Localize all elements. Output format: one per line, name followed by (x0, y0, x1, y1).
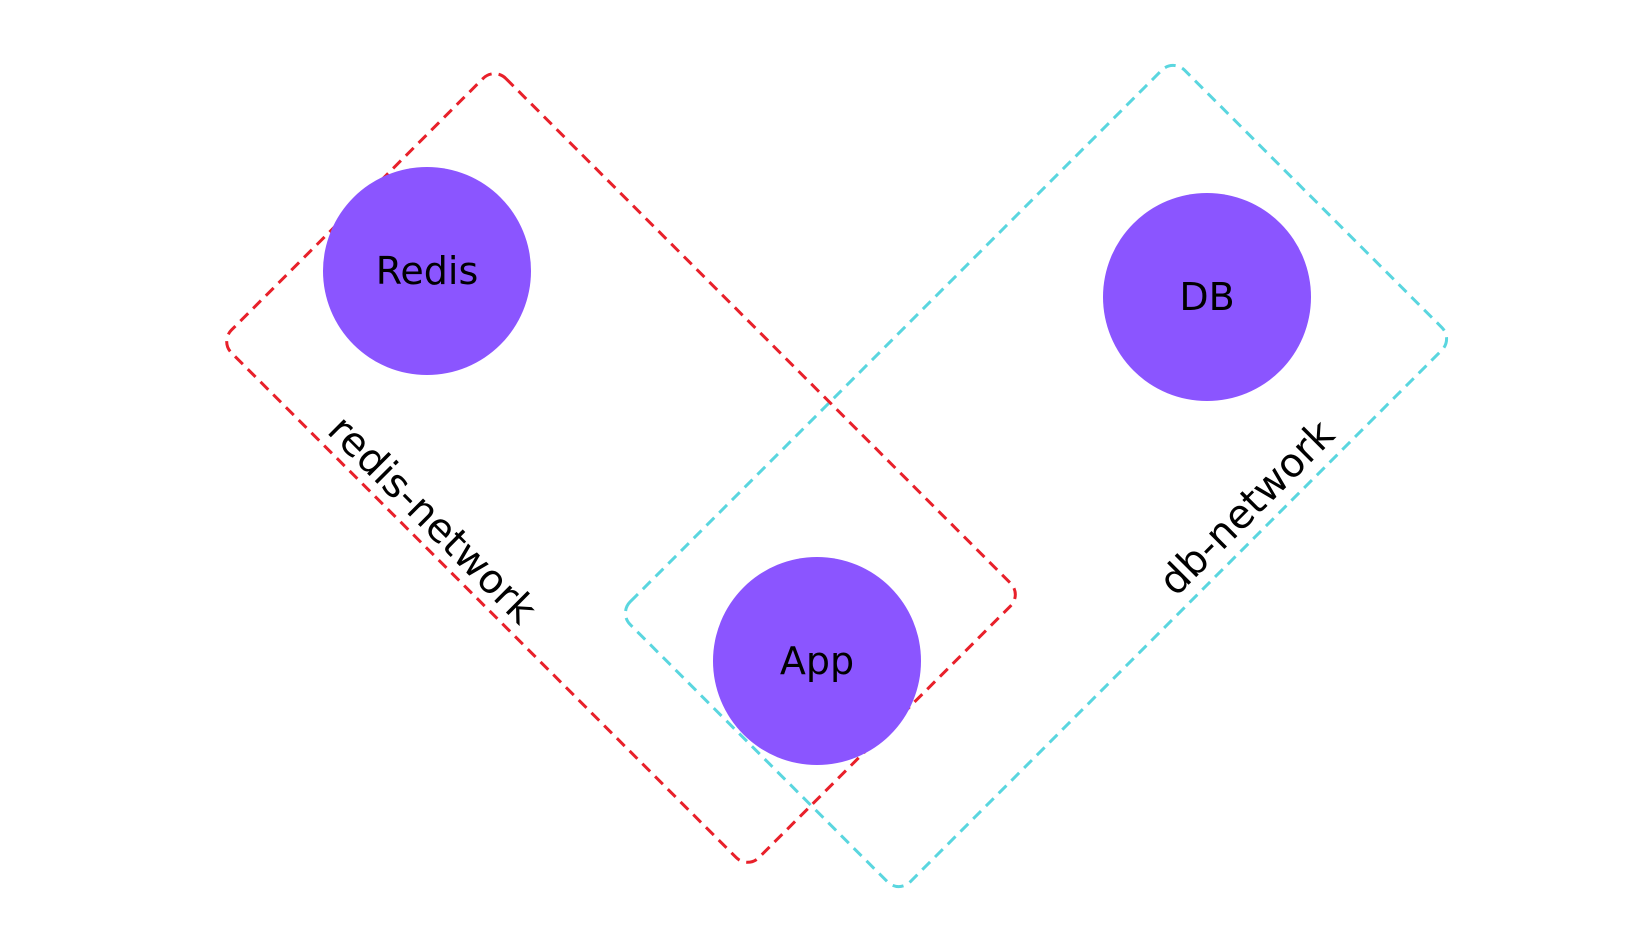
db-node-circle (1103, 193, 1311, 401)
app-node-circle (713, 557, 921, 765)
db-node-label: DB (1179, 275, 1234, 319)
db-network-boundary (623, 63, 1449, 889)
app-node-label: App (780, 639, 854, 683)
db-network-label: db-network (1150, 411, 1344, 605)
redis-node: Redis (323, 167, 531, 375)
redis-network-label: redis-network (319, 407, 546, 634)
app-node: App (713, 557, 921, 765)
redis-node-circle (323, 167, 531, 375)
redis-network-boundary (225, 72, 1017, 864)
db-node: DB (1103, 193, 1311, 401)
redis-node-label: Redis (376, 249, 479, 293)
